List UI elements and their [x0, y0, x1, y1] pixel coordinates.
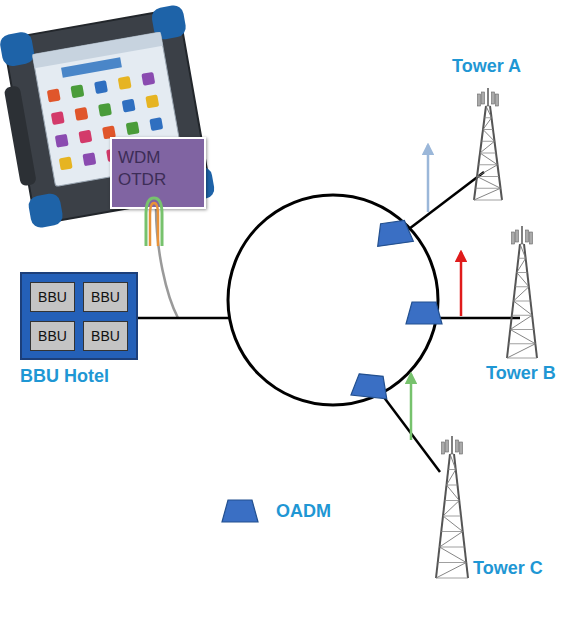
node-label: BBU Hotel — [20, 366, 109, 387]
node-label: WDM OTDR — [118, 147, 200, 191]
bbu-box: BBU — [83, 321, 128, 351]
feeder-fiber — [138, 317, 229, 320]
wavelength-arrow — [410, 374, 413, 440]
instrument-box: WDM OTDR — [110, 137, 206, 209]
bbu-box: BBU — [83, 282, 128, 312]
fiber-loop — [150, 203, 158, 246]
bbu-box: BBU — [30, 282, 75, 312]
oadm-symbol — [375, 220, 414, 247]
tower-label: Tower A — [452, 50, 562, 82]
device-bumper — [27, 192, 64, 229]
wavelength-arrow — [427, 145, 430, 212]
hotel-box: BBU HotelBBUBBUBBUBBU — [20, 272, 138, 360]
tower-label: Tower B — [486, 357, 556, 389]
oadm-symbol — [406, 302, 442, 324]
device-bumper — [0, 31, 36, 68]
fiber-ring — [228, 195, 438, 405]
test-fiber — [156, 208, 178, 318]
legend-symbol — [218, 496, 262, 526]
wavelength-arrow — [460, 252, 463, 316]
drop-fiber — [440, 317, 520, 320]
cell-tower — [507, 226, 537, 358]
drop-fiber — [405, 172, 484, 232]
cell-tower — [436, 436, 468, 578]
oadm-symbol — [351, 373, 389, 399]
node-label: BBU — [31, 283, 74, 311]
node-label: BBU — [84, 283, 127, 311]
otdr-device — [0, 4, 216, 230]
legend-label: OADM — [276, 496, 331, 526]
node-label: BBU — [84, 322, 127, 350]
bbu-box: BBU — [30, 321, 75, 351]
cell-tower — [474, 88, 502, 200]
fiber-loop — [146, 198, 162, 246]
tower-label: Tower C — [473, 552, 573, 584]
node-label: BBU — [31, 322, 74, 350]
